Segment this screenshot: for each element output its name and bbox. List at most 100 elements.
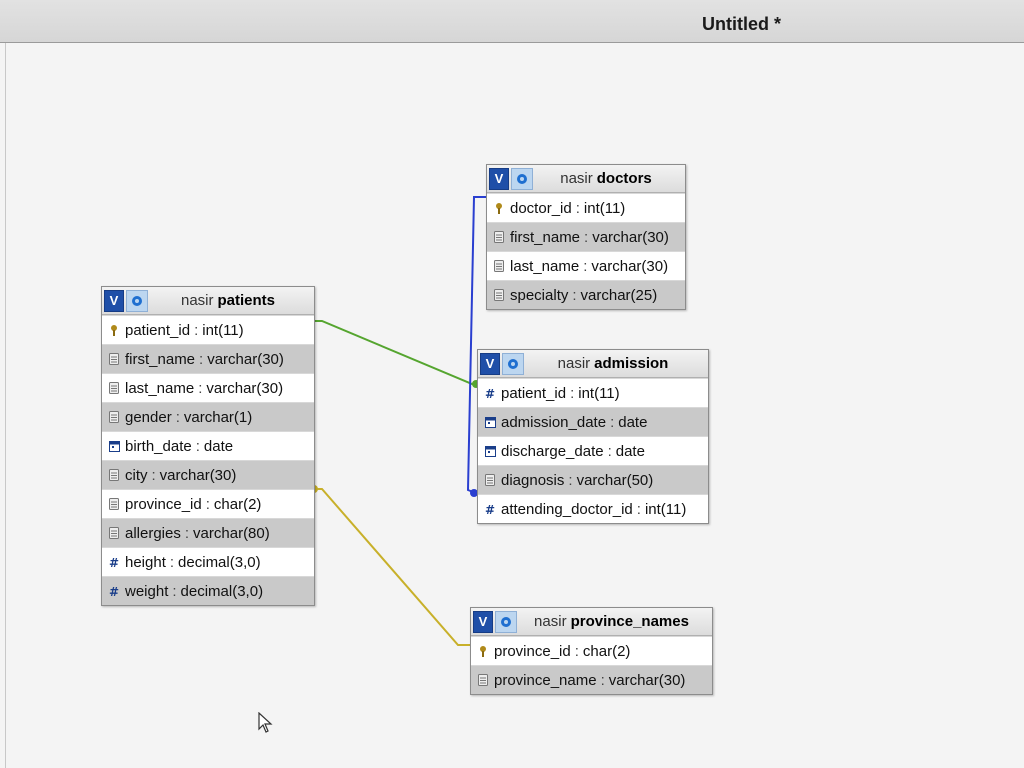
column-name: city — [125, 466, 148, 484]
column-name: gender — [125, 408, 172, 426]
numeric-column-icon: # — [108, 555, 120, 569]
column-separator: : — [574, 642, 579, 660]
toggle-view-button[interactable]: V — [104, 289, 124, 312]
date-column-icon — [484, 415, 496, 429]
column-type: date — [618, 413, 648, 431]
column-row-height[interactable]: #height:decimal(3,0) — [102, 547, 314, 576]
column-name: patient_id — [501, 384, 567, 402]
column-type: char(2) — [213, 495, 262, 513]
column-row-patient-id[interactable]: #patient_id:int(11) — [478, 378, 708, 407]
column-type: date — [615, 442, 645, 460]
column-row-allergies[interactable]: allergies:varchar(80) — [102, 518, 314, 547]
canvas-left-border — [5, 43, 6, 768]
column-name: specialty — [510, 286, 569, 304]
text-column-icon — [493, 288, 505, 302]
column-type: varchar(50) — [576, 471, 654, 489]
column-row-patient-id[interactable]: patient_id:int(11) — [102, 315, 314, 344]
column-separator: : — [169, 553, 175, 571]
text-column-icon — [484, 473, 496, 487]
text-column-icon — [108, 410, 120, 424]
svg-text:#: # — [485, 503, 495, 515]
primary-key-icon — [493, 201, 505, 215]
column-separator: : — [199, 350, 204, 368]
column-row-last-name[interactable]: last_name:varchar(30) — [487, 251, 685, 280]
column-name: last_name — [510, 257, 580, 275]
numeric-column-icon: # — [484, 386, 496, 400]
column-name: height — [125, 553, 166, 571]
column-name: doctor_id — [510, 199, 572, 217]
column-separator: : — [584, 228, 589, 246]
column-separator: : — [636, 500, 641, 518]
column-row-admission-date[interactable]: admission_date:date — [478, 407, 708, 436]
column-row-province-name[interactable]: province_name:varchar(30) — [471, 665, 712, 694]
column-name: first_name — [510, 228, 581, 246]
column-row-diagnosis[interactable]: diagnosis:varchar(50) — [478, 465, 708, 494]
column-separator: : — [583, 257, 588, 275]
column-name: province_id — [125, 495, 202, 513]
text-column-icon — [108, 468, 120, 482]
column-row-last-name[interactable]: last_name:varchar(30) — [102, 373, 314, 402]
toggle-view-button[interactable]: V — [489, 167, 509, 190]
gear-icon[interactable] — [511, 167, 533, 190]
column-type: varchar(30) — [591, 257, 669, 275]
column-separator: : — [151, 466, 156, 484]
column-name: patient_id — [125, 321, 191, 339]
column-name: admission_date — [501, 413, 607, 431]
column-type: varchar(30) — [159, 466, 237, 484]
gear-icon[interactable] — [502, 352, 524, 375]
column-separator: : — [184, 524, 190, 542]
column-name: first_name — [125, 350, 196, 368]
column-row-birth-date[interactable]: birth_date:date — [102, 431, 314, 460]
numeric-column-icon: # — [108, 584, 120, 598]
column-row-first-name[interactable]: first_name:varchar(30) — [487, 222, 685, 251]
column-type: varchar(1) — [183, 408, 253, 426]
numeric-column-icon: # — [484, 502, 496, 516]
toggle-view-button[interactable]: V — [480, 352, 500, 375]
column-separator: : — [195, 437, 200, 455]
column-row-doctor-id[interactable]: doctor_id:int(11) — [487, 193, 685, 222]
column-separator: : — [575, 199, 580, 217]
column-row-province-id[interactable]: province_id:char(2) — [102, 489, 314, 518]
column-row-attending-doctor-id[interactable]: #attending_doctor_id:int(11) — [478, 494, 708, 523]
date-column-icon — [484, 444, 496, 458]
column-row-first-name[interactable]: first_name:varchar(30) — [102, 344, 314, 373]
column-row-discharge-date[interactable]: discharge_date:date — [478, 436, 708, 465]
column-type: int(11) — [583, 199, 626, 217]
column-row-city[interactable]: city:varchar(30) — [102, 460, 314, 489]
column-name: diagnosis — [501, 471, 565, 489]
column-type: varchar(80) — [193, 524, 270, 542]
svg-text:#: # — [109, 556, 119, 568]
toggle-view-button[interactable]: V — [473, 610, 493, 633]
column-separator: : — [600, 671, 605, 689]
column-type: decimal(3,0) — [180, 582, 264, 600]
gear-icon[interactable] — [126, 289, 148, 312]
column-row-weight[interactable]: #weight:decimal(3,0) — [102, 576, 314, 605]
column-row-specialty[interactable]: specialty:varchar(25) — [487, 280, 685, 309]
column-type: char(2) — [582, 642, 631, 660]
text-column-icon — [477, 673, 489, 687]
text-column-icon — [108, 381, 120, 395]
column-type: varchar(30) — [592, 228, 669, 246]
gear-icon[interactable] — [495, 610, 517, 633]
column-row-gender[interactable]: gender:varchar(1) — [102, 402, 314, 431]
column-name: weight — [125, 582, 169, 600]
column-row-province-id[interactable]: province_id:char(2) — [471, 636, 712, 665]
svg-text:#: # — [485, 387, 495, 399]
column-name: province_name — [494, 671, 597, 689]
column-name: attending_doctor_id — [501, 500, 633, 518]
text-column-icon — [493, 259, 505, 273]
column-separator: : — [205, 495, 210, 513]
column-name: birth_date — [125, 437, 192, 455]
primary-key-icon — [477, 644, 489, 658]
